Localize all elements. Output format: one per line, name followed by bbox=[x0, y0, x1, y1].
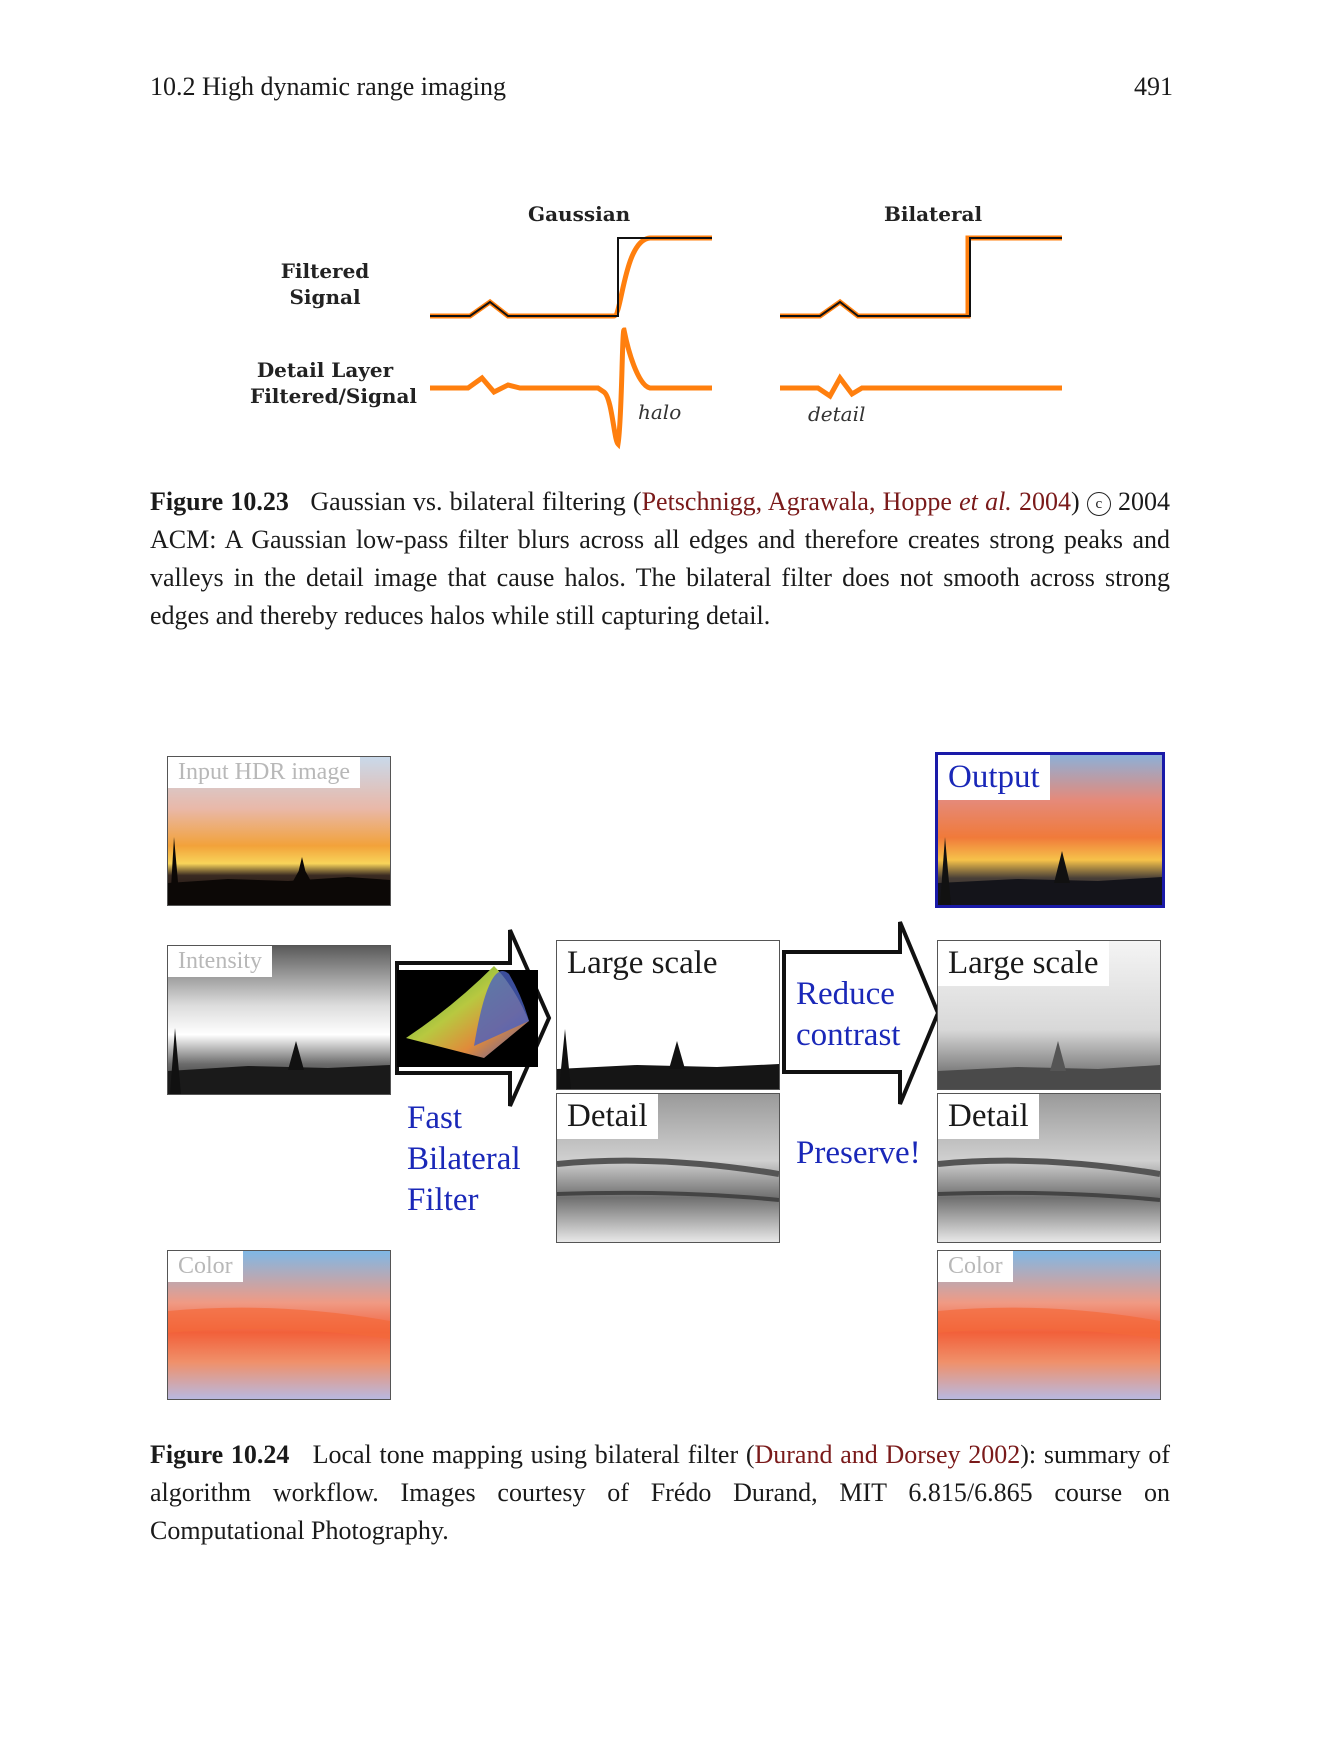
color-output-image bbox=[938, 1251, 1160, 1399]
preserved-detail-panel: Detail bbox=[937, 1093, 1161, 1243]
running-head: 10.2 High dynamic range imaging bbox=[150, 72, 506, 101]
output-panel: Output bbox=[935, 752, 1165, 908]
reduced-large-scale-panel: Large scale bbox=[937, 940, 1161, 1090]
panel-label: Color bbox=[938, 1251, 1013, 1282]
reduce-contrast-arrow bbox=[782, 921, 941, 1105]
citation-year: 2004 bbox=[1011, 487, 1071, 516]
row-label-line1: Detail Layer bbox=[256, 358, 394, 382]
column-heading-bilateral: Bilateral bbox=[884, 202, 983, 226]
figure-10-24-caption: Figure 10.24 Local tone mapping using bi… bbox=[150, 1436, 1170, 1550]
large-scale-panel: Large scale bbox=[556, 940, 780, 1090]
row-label-line2: Filtered/Signal bbox=[250, 384, 418, 408]
halo-annotation: halo bbox=[638, 400, 682, 424]
panel-label: Large scale bbox=[938, 941, 1109, 986]
page-number: 491 bbox=[1134, 72, 1173, 101]
gaussian-detail-layer bbox=[430, 327, 712, 450]
caption-text-paren: ) bbox=[1070, 487, 1087, 516]
intensity-panel: Intensity bbox=[167, 945, 391, 1095]
detail-annotation: detail bbox=[808, 402, 866, 426]
color-output-panel: Color bbox=[937, 1250, 1161, 1400]
figure-10-23: Gaussian Bilateral Filtered Signal Detai… bbox=[0, 0, 1325, 460]
preserve-label: Preserve! bbox=[796, 1135, 921, 1171]
citation-link[interactable]: Durand and Dorsey 2002 bbox=[754, 1440, 1021, 1469]
caption-label: Figure 10.24 bbox=[150, 1440, 290, 1469]
caption-label: Figure 10.23 bbox=[150, 487, 289, 516]
panel-label: Large scale bbox=[557, 941, 728, 986]
bilateral-detail-layer bbox=[780, 373, 1062, 400]
input-hdr-panel: Input HDR image bbox=[167, 756, 391, 906]
gaussian-filtered-signal bbox=[430, 235, 712, 319]
panel-label: Intensity bbox=[168, 946, 272, 977]
panel-label: Detail bbox=[938, 1094, 1039, 1139]
column-heading-gaussian: Gaussian bbox=[528, 202, 631, 226]
copyright-icon: c bbox=[1086, 492, 1111, 516]
row-label-filtered-signal: Filtered Signal bbox=[280, 259, 370, 309]
filter-label-line: Filter bbox=[407, 1182, 479, 1218]
reduce-label-line: contrast bbox=[796, 1017, 901, 1053]
signal-plots bbox=[430, 235, 1062, 450]
color-input-panel: Color bbox=[167, 1250, 391, 1400]
caption-text: Local tone mapping using bilateral filte… bbox=[312, 1440, 755, 1469]
figure-10-23-caption: Figure 10.23 Gaussian vs. bilateral filt… bbox=[150, 483, 1170, 635]
panel-label: Output bbox=[938, 755, 1050, 800]
detail-panel: Detail bbox=[556, 1093, 780, 1243]
output-image bbox=[938, 755, 1162, 905]
panel-label: Color bbox=[168, 1251, 243, 1282]
filter-label-line: Bilateral bbox=[407, 1141, 521, 1177]
panel-label: Input HDR image bbox=[168, 757, 360, 788]
filter-label-line: Fast bbox=[407, 1100, 463, 1136]
reduce-contrast-label: Reduce contrast bbox=[796, 974, 900, 1056]
citation-etal: et al. bbox=[959, 487, 1012, 516]
panel-label: Detail bbox=[557, 1094, 658, 1139]
reduce-label-line: Reduce bbox=[796, 976, 895, 1012]
caption-body: ): summary of algorithm workflow. Images… bbox=[150, 1440, 1171, 1545]
caption-body: 2004 ACM: A Gaussian low-pass filter blu… bbox=[150, 487, 1170, 630]
caption-text: Gaussian vs. bilateral filtering ( bbox=[310, 487, 642, 516]
fast-bilateral-filter-label: Fast Bilateral Filter bbox=[407, 1098, 521, 1221]
citation-authors: Petschnigg, Agrawala, Hoppe bbox=[641, 487, 960, 516]
row-label-detail-layer: Detail Layer Filtered/Signal bbox=[250, 357, 418, 409]
citation-link[interactable]: Petschnigg, Agrawala, Hoppe et al. 2004 bbox=[642, 487, 1071, 516]
bilateral-filtered-signal bbox=[780, 235, 1062, 319]
filter-arrow bbox=[395, 929, 552, 1107]
